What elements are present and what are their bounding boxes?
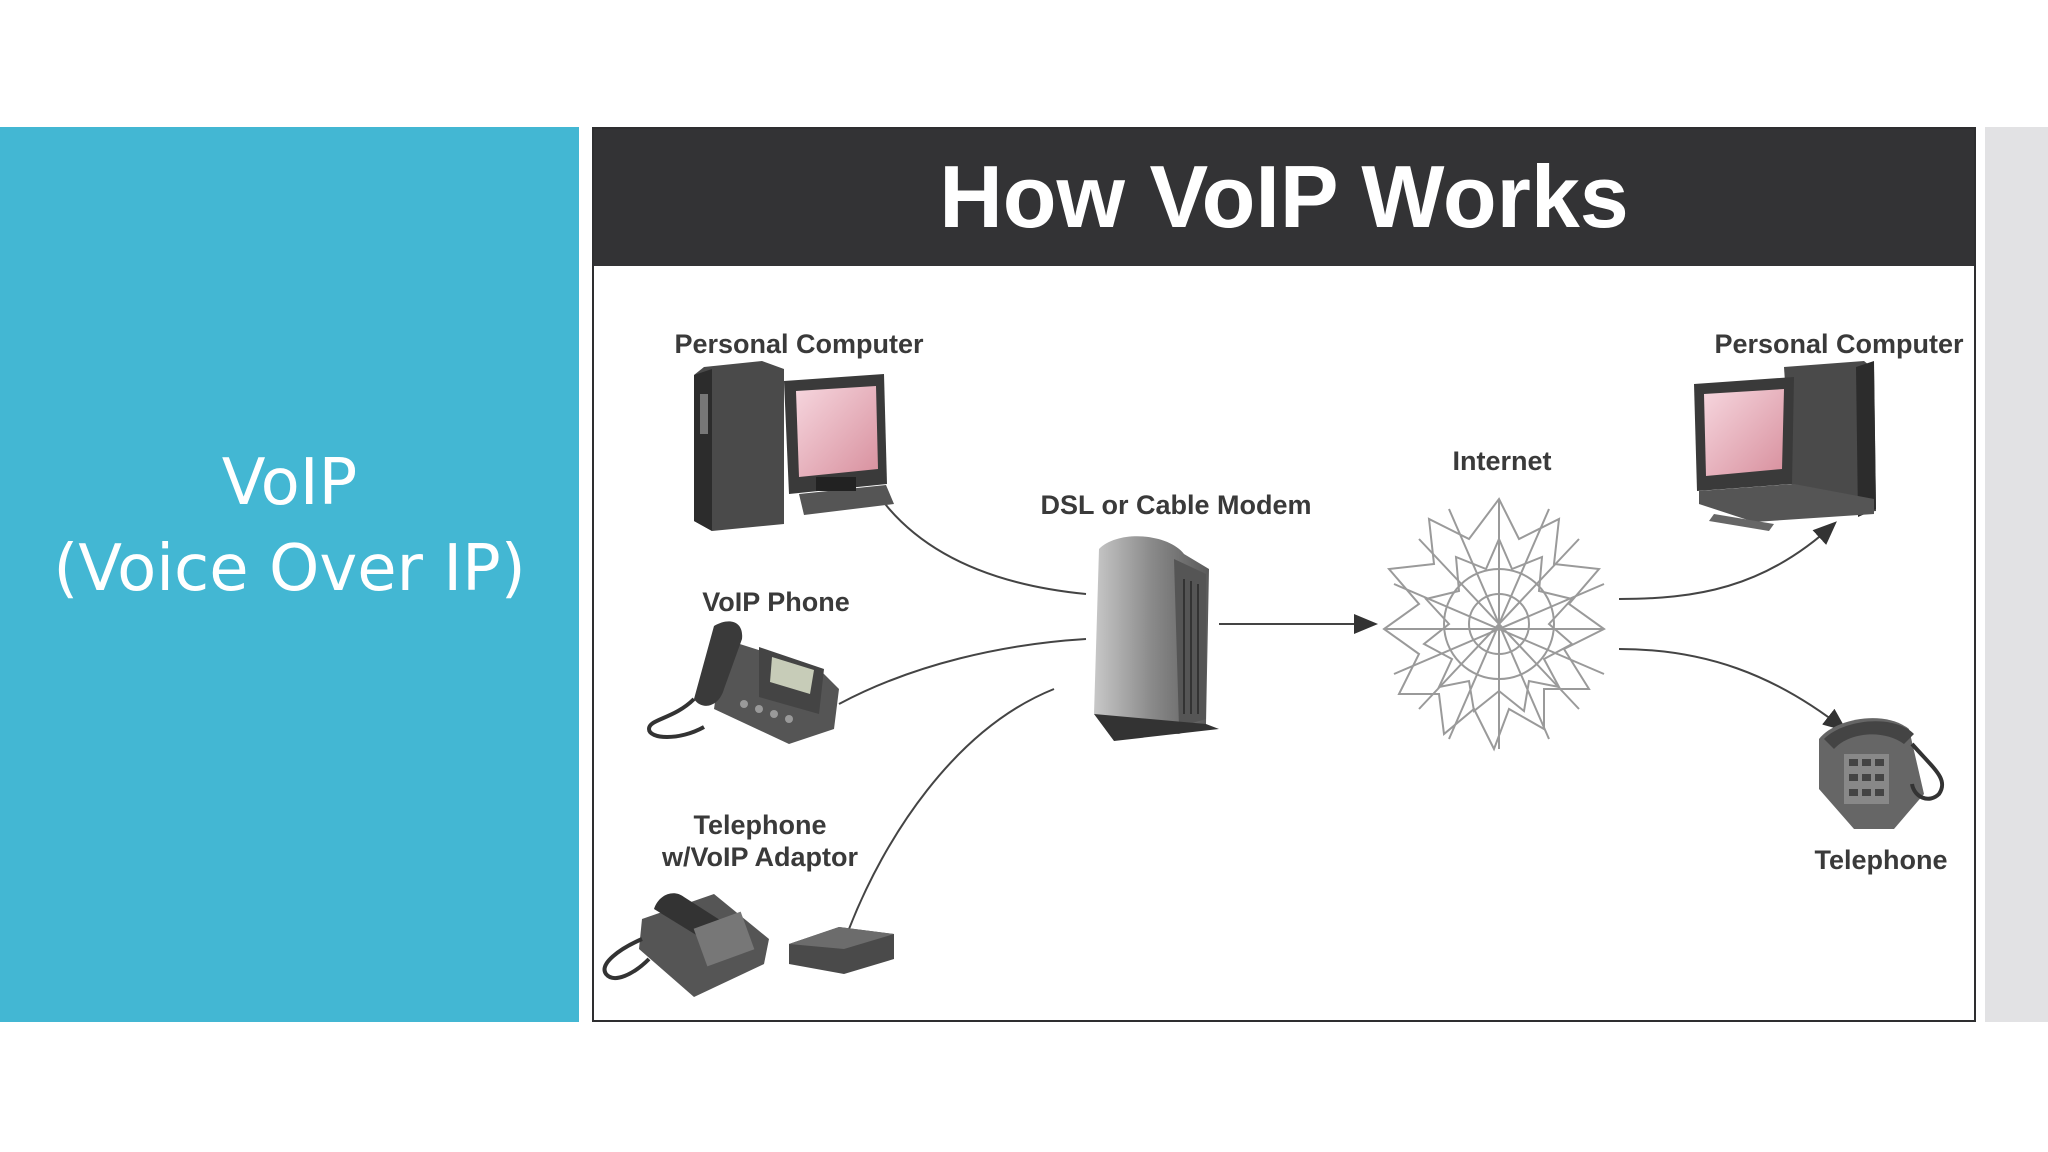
voip-phone-icon (646, 621, 839, 744)
connection-lines (838, 488, 1848, 930)
slide-title: VoIP (Voice Over IP) (0, 440, 579, 612)
link-internet-to-pc (1618, 521, 1837, 600)
computer-icon (1694, 361, 1876, 531)
diagram-title: How VoIP Works (939, 147, 1629, 246)
link-pc-to-modem (873, 488, 1087, 595)
label-telephone-right: Telephone (1814, 845, 1947, 875)
diagram-canvas: Personal Computer VoIP Phone Telephone w… (602, 329, 1964, 997)
slide-title-line1: VoIP (221, 446, 358, 520)
link-internet-to-telephone (1618, 648, 1848, 732)
label-telephone-adaptor-line1: Telephone (693, 810, 826, 840)
link-phone-to-modem (838, 638, 1087, 705)
telephone-adaptor-icon (602, 893, 894, 997)
label-pc-left: Personal Computer (674, 329, 924, 359)
label-telephone-adaptor-line2: w/VoIP Adaptor (661, 842, 859, 872)
voip-diagram: How VoIP Works (592, 127, 1976, 1022)
title-band (0, 127, 579, 1022)
right-decor-strip (1985, 127, 2048, 1022)
diagram-header: How VoIP Works (594, 129, 1974, 266)
label-voip-phone: VoIP Phone (702, 587, 850, 617)
label-internet: Internet (1452, 446, 1551, 476)
label-pc-right: Personal Computer (1714, 329, 1964, 359)
internet-network-icon (1382, 497, 1606, 752)
label-modem: DSL or Cable Modem (1040, 490, 1311, 520)
modem-icon (1094, 536, 1219, 741)
link-adaptor-to-modem (848, 688, 1055, 930)
telephone-icon (1819, 718, 1945, 829)
slide-title-line2: (Voice Over IP) (53, 532, 526, 606)
computer-icon (694, 361, 894, 531)
